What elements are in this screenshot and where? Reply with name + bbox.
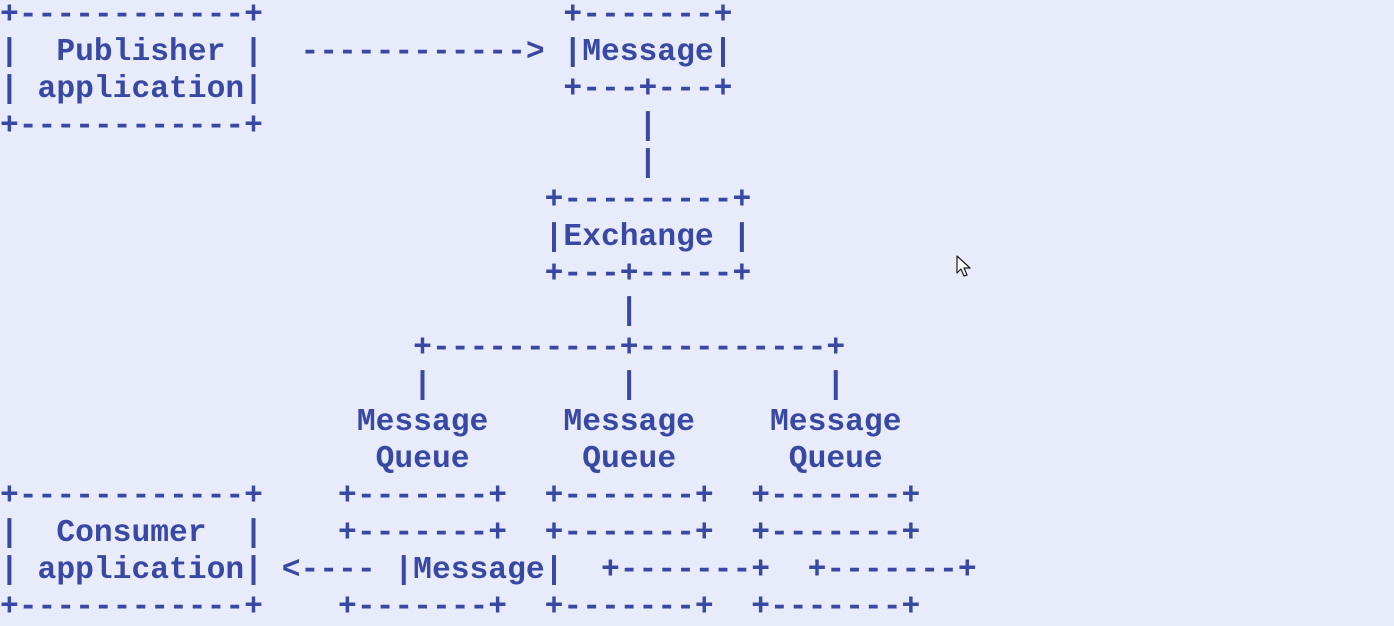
diagram-line: +----------+----------+: [0, 331, 846, 366]
diagram-line: Queue Queue Queue: [0, 442, 883, 477]
diagram-line: |Exchange |: [0, 220, 752, 255]
diagram-line: +------------+ |: [0, 109, 658, 144]
diagram-line: +------------+ +-------+ +-------+ +----…: [0, 479, 921, 514]
diagram-line: | application| <---- |Message| +-------+…: [0, 553, 977, 588]
mouse-pointer-icon: [956, 255, 971, 277]
diagram-line: +---------+: [0, 183, 752, 218]
diagram-line: | | |: [0, 368, 846, 403]
diagram-line: Message Message Message: [0, 405, 902, 440]
diagram-line: |: [0, 146, 658, 181]
diagram-line: | application| +---+---+: [0, 72, 733, 107]
diagram-line: +------------+ +-------+ +-------+ +----…: [0, 590, 921, 625]
diagram-line: | Publisher | ------------> |Message|: [0, 35, 733, 70]
diagram-line: +---+-----+: [0, 257, 752, 292]
diagram-line: | Consumer | +-------+ +-------+ +------…: [0, 516, 921, 551]
diagram-line: |: [0, 294, 639, 329]
diagram-line: +------------+ +-------+: [0, 0, 733, 33]
